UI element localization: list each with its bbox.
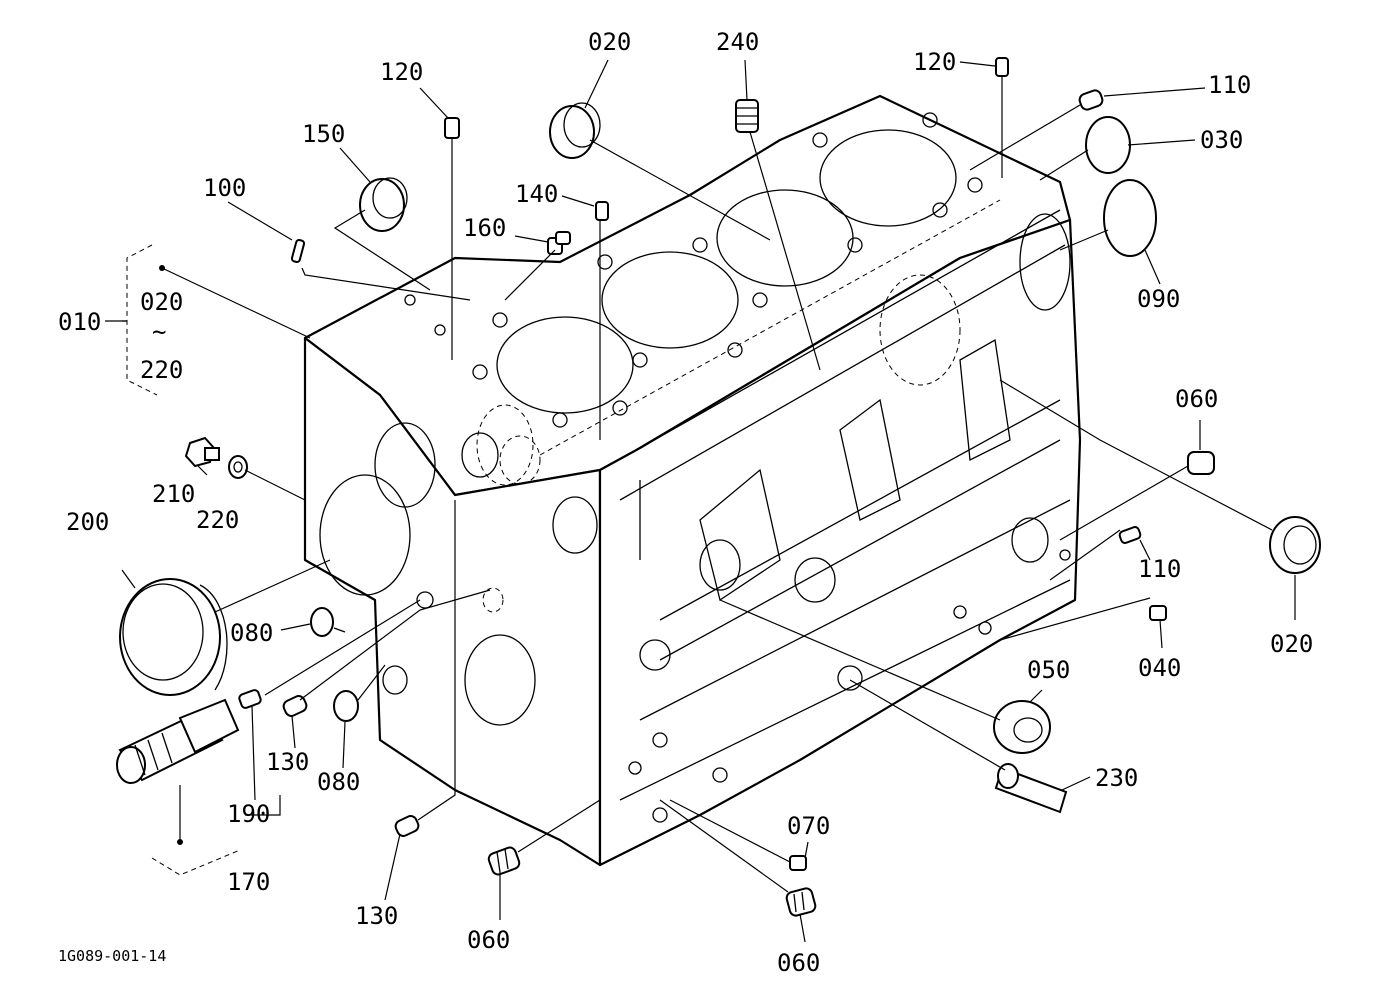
- pin-130-mid: [282, 695, 308, 717]
- oil-seal-200: [119, 578, 228, 696]
- pin-120-right: [995, 57, 1009, 77]
- plug-040: [1149, 605, 1167, 621]
- plug-060-right: [1187, 451, 1215, 475]
- washer-220: [228, 455, 248, 479]
- callout-150: 150: [302, 120, 345, 148]
- callout-040: 040: [1138, 654, 1181, 682]
- bolt-160: [547, 231, 571, 255]
- plug-080-left: [310, 607, 334, 637]
- bolt-210: [184, 436, 220, 468]
- plug-070: [789, 855, 807, 871]
- callout-170: 170: [227, 868, 270, 896]
- seal-020-right: [1269, 516, 1321, 574]
- pin-110-right: [1118, 526, 1142, 544]
- callout-030: 030: [1200, 126, 1243, 154]
- callout-020-top: 020: [588, 28, 631, 56]
- plug-030: [1085, 116, 1131, 174]
- plug-150: [359, 177, 408, 232]
- pulley-050: [993, 700, 1051, 754]
- pin-110-top: [1078, 89, 1104, 111]
- callout-060-right: 060: [1175, 385, 1218, 413]
- hidden-lines: [476, 199, 1001, 613]
- block-webs: [619, 213, 1071, 823]
- leader-dot-170: [177, 839, 183, 845]
- callout-140: 140: [515, 180, 558, 208]
- callout-020-range: 020: [140, 288, 183, 316]
- callout-110-top: 110: [1208, 71, 1251, 99]
- callout-200: 200: [66, 508, 109, 536]
- pin-100: [290, 239, 306, 263]
- callout-tilde: ~: [152, 318, 166, 346]
- callout-labels: 020 240 120 110 030 090 120 150 100 140 …: [58, 28, 1313, 977]
- group-bracket-010: [122, 244, 158, 396]
- callout-070: 070: [787, 812, 830, 840]
- callout-130-bottom: 130: [355, 902, 398, 930]
- pin-130-bottom: [394, 815, 420, 837]
- callout-060-bottom-left: 060: [467, 926, 510, 954]
- callout-220-range: 220: [140, 356, 183, 384]
- plug-060-bottom-right: [785, 887, 817, 917]
- leader-dot-010: [159, 265, 165, 271]
- callout-080-left: 080: [230, 619, 273, 647]
- pin-120-left: [444, 117, 460, 139]
- callout-060-bottom-right: 060: [777, 949, 820, 977]
- callout-230: 230: [1095, 764, 1138, 792]
- plug-060-bottom-left: [487, 846, 521, 876]
- callout-130-mid: 130: [266, 748, 309, 776]
- callout-120-left: 120: [380, 58, 423, 86]
- pin-190: [238, 689, 262, 709]
- plug-080-bottom: [333, 690, 359, 722]
- callout-090: 090: [1137, 285, 1180, 313]
- callout-220: 220: [196, 506, 239, 534]
- part-240: [735, 99, 759, 133]
- shaft-170: [116, 698, 240, 784]
- plug-020-top: [549, 102, 601, 159]
- pin-140: [595, 201, 609, 221]
- callout-080-bottom: 080: [317, 768, 360, 796]
- callout-210: 210: [152, 480, 195, 508]
- callout-010: 010: [58, 308, 101, 336]
- plug-090: [1103, 179, 1157, 257]
- fitting-230: [994, 763, 1068, 814]
- callout-100: 100: [203, 174, 246, 202]
- callout-110-right: 110: [1138, 555, 1181, 583]
- group-bracket-170: [151, 849, 241, 876]
- callout-160: 160: [463, 214, 506, 242]
- drawing-code: 1G089-001-14: [58, 947, 166, 965]
- callout-050: 050: [1027, 656, 1070, 684]
- callout-190: 190: [227, 800, 270, 828]
- leader-lines: [105, 59, 1296, 943]
- deck-holes: [404, 112, 983, 428]
- cylinder-block: [303, 94, 1082, 867]
- callout-020-right: 020: [1270, 630, 1313, 658]
- callout-240: 240: [716, 28, 759, 56]
- callout-120-right: 120: [913, 48, 956, 76]
